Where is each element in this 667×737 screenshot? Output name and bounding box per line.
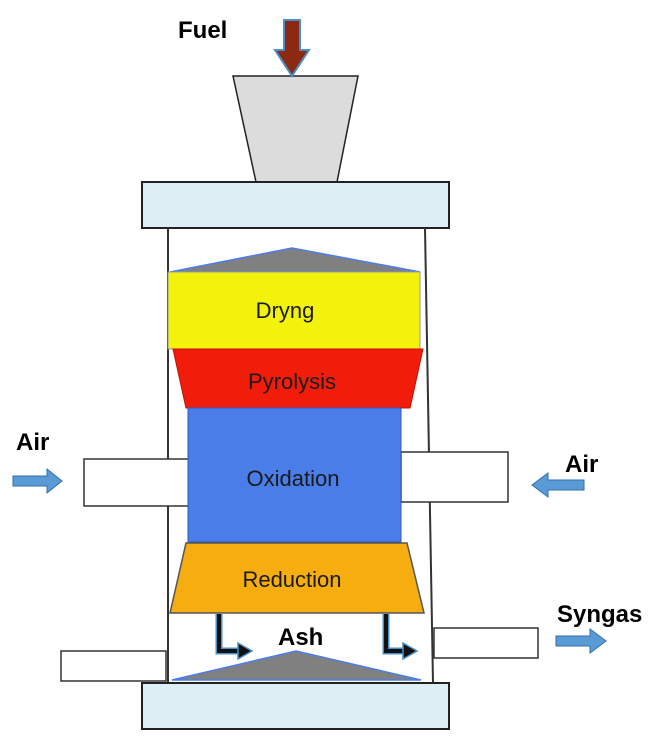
oxidation-zone-label: Oxidation [247,466,340,491]
ash-pile-cone [171,650,422,681]
bottom-left-outlet [60,650,167,682]
air-left-label: Air [16,429,49,456]
bottom-plate [141,682,450,730]
drying-zone [167,271,421,350]
fuel-arrow [273,19,311,78]
air-right-arrow [531,472,585,498]
syngas-label: Syngas [557,601,642,628]
air-right-label: Air [565,451,598,478]
syngas-outlet [433,627,539,659]
ash-label: Ash [278,624,323,651]
air-inlet-right [400,451,509,503]
pyrolysis-zone-label: Pyrolysis [248,369,336,394]
drying-zone-label: Dryng [256,298,315,323]
air-left-arrow [12,467,63,495]
oxidation-zone [187,407,402,543]
syngas-arrow [555,628,607,654]
ash-arrow-left [215,614,254,661]
reduction-zone [169,542,425,614]
fuel-hopper [232,75,359,183]
fuel-label: Fuel [178,17,227,44]
top-plate [141,181,450,229]
fuel-pile-cone [169,247,421,273]
air-inlet-left [83,458,191,507]
pyrolysis-zone [172,348,424,409]
ash-arrow-right [382,614,419,661]
reduction-zone-label: Reduction [242,567,341,592]
